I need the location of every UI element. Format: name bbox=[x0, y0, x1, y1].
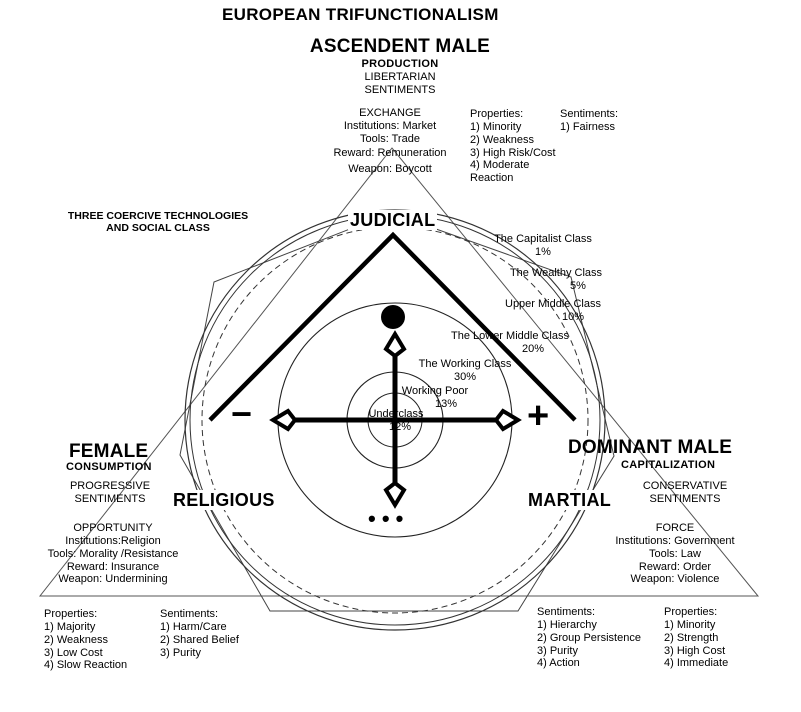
three-dots-symbol: • • • bbox=[368, 506, 404, 531]
arrow-down bbox=[383, 480, 407, 509]
libertarian-sentiments: LIBERTARIAN SENTIMENTS bbox=[364, 71, 436, 96]
left-sentiments: Sentiments: 1) Harm/Care 2) Shared Belie… bbox=[160, 608, 239, 659]
consumption-label: CONSUMPTION bbox=[66, 461, 152, 473]
religious-label: RELIGIOUS bbox=[171, 490, 277, 511]
arrow-left bbox=[269, 408, 298, 432]
force-block: FORCE Institutions: Government Tools: La… bbox=[615, 522, 735, 586]
martial-label: MARTIAL bbox=[526, 490, 614, 511]
top-properties: Properties: 1) Minority 2) Weakness 3) H… bbox=[470, 108, 556, 185]
female-heading: FEMALE bbox=[69, 441, 149, 462]
left-properties: Properties: 1) Majority 2) Weakness 3) L… bbox=[44, 608, 128, 672]
right-sentiments: Sentiments: 1) Hierarchy 2) Group Persis… bbox=[537, 606, 641, 670]
dashed-circle bbox=[201, 226, 589, 614]
exchange-block: EXCHANGE Institutions: Market Tools: Tra… bbox=[333, 107, 447, 175]
dominant-male-heading: DOMINANT MALE bbox=[568, 437, 733, 458]
judicial-label: JUDICIAL bbox=[348, 210, 438, 231]
capitalization-label: CAPITALIZATION bbox=[621, 459, 716, 471]
conservative-sentiments: CONSERVATIVE SENTIMENTS bbox=[642, 480, 728, 505]
production-label: PRODUCTION bbox=[361, 58, 439, 70]
heptagon bbox=[179, 212, 615, 612]
progressive-sentiments: PROGRESSIVE SENTIMENTS bbox=[69, 480, 151, 505]
right-properties: Properties: 1) Minority 2) Strength 3) H… bbox=[664, 606, 729, 670]
top-sentiments: Sentiments: 1) Fairness bbox=[560, 108, 619, 133]
page-title: EUROPEAN TRIFUNCTIONALISM bbox=[222, 5, 499, 24]
plus-symbol: + bbox=[527, 395, 550, 437]
opportunity-block: OPPORTUNITY Institutions:Religion Tools:… bbox=[47, 522, 179, 586]
coercive-technologies-label: THREE COERCIVE TECHNOLOGIES AND SOCIAL C… bbox=[67, 210, 249, 235]
arrow-up bbox=[383, 330, 407, 359]
outer-triangle bbox=[38, 147, 760, 597]
minus-symbol: − bbox=[231, 393, 253, 434]
judicial-roof bbox=[208, 231, 577, 422]
arrow-right bbox=[493, 408, 522, 432]
top-dot bbox=[381, 305, 405, 329]
ascendent-male-heading: ASCENDENT MALE bbox=[309, 36, 491, 57]
